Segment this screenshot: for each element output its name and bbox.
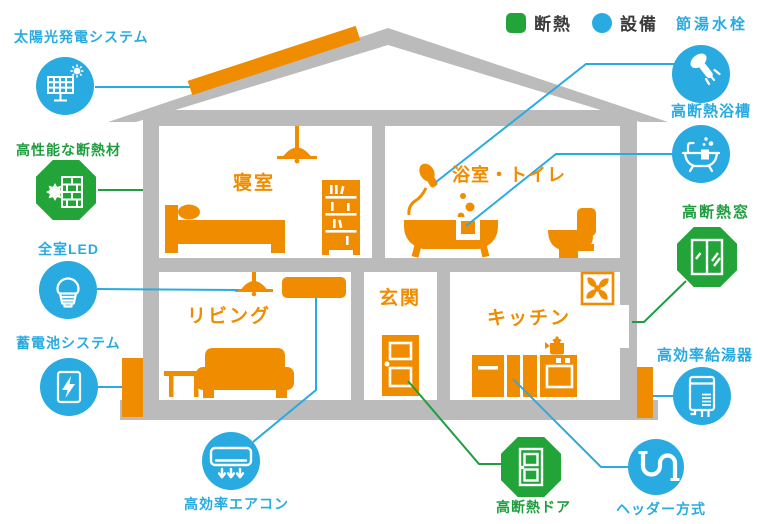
ceiling-lamp-living — [235, 272, 273, 297]
roof — [108, 28, 668, 122]
legend: 断熱 設備 — [506, 10, 670, 35]
feature-label-faucet: 節湯水栓 — [676, 16, 749, 33]
feature-label-led: 全室LED — [38, 241, 99, 257]
feature-label-header: ヘッダー方式 — [616, 501, 706, 517]
bathroom-fixtures — [404, 163, 596, 258]
equipment-legend-swatch — [592, 12, 612, 33]
room-label-entrance: 玄関 — [379, 288, 422, 309]
bed — [165, 204, 285, 253]
battery-unit — [122, 358, 143, 417]
base-floor — [120, 400, 658, 420]
water-heater-unit — [637, 367, 653, 418]
connector-aircon — [252, 298, 317, 443]
shower-head — [407, 163, 438, 216]
led-bulb-icon — [39, 261, 97, 319]
toilet — [548, 208, 596, 258]
feature-label-door: 高断熱ドア — [496, 499, 571, 515]
insulation-legend-swatch — [506, 12, 526, 33]
equipment-legend-label: 設備 — [620, 15, 658, 34]
kettle — [545, 336, 564, 355]
water-heater-icon — [673, 367, 731, 425]
divider-entrance-kitchen — [437, 272, 450, 400]
feature-label-bathtub: 高断熱浴槽 — [671, 103, 752, 120]
connector-header — [512, 378, 629, 468]
insulation-legend-label: 断熱 — [534, 15, 572, 34]
room-label-kitchen: キッチン — [487, 308, 572, 329]
feature-label-battery: 蓄電池システム — [16, 335, 121, 351]
solar-panel-icon — [36, 57, 94, 115]
bedroom-furniture — [165, 126, 360, 255]
kitchen-fixtures — [472, 271, 615, 397]
connector-faucet — [435, 63, 675, 183]
divider-living-entrance — [351, 272, 364, 400]
feature-label-window: 高断熱窓 — [682, 204, 751, 221]
air-conditioner-icon — [202, 432, 260, 490]
right-wall-upper — [620, 114, 637, 305]
connector-bathtub — [465, 153, 672, 227]
feature-label-aircon: 高効率エアコン — [184, 496, 289, 512]
bubble — [465, 202, 475, 212]
feature-label-insulation: 高性能な断熱材 — [16, 142, 121, 158]
connector-lines — [95, 63, 687, 468]
bookshelf — [322, 180, 360, 255]
pipe-header-icon — [628, 439, 684, 495]
wall-window-section — [629, 305, 637, 348]
ventilation-fan — [580, 271, 615, 306]
mid-floor — [150, 258, 630, 272]
bathtub-icon — [672, 125, 730, 183]
connector-led — [96, 288, 239, 291]
entrance-door — [382, 335, 419, 396]
ceiling-lamp-bedroom — [277, 126, 317, 164]
solar-panel — [187, 25, 361, 96]
shower-head-icon — [672, 45, 730, 103]
bathtub — [404, 217, 498, 258]
living-furniture — [164, 272, 346, 398]
feature-label-heater: 高効率給湯器 — [657, 347, 754, 364]
double-window-icon — [677, 227, 737, 287]
wall-air-conditioner — [282, 277, 346, 298]
house-structure — [108, 28, 668, 420]
feature-label-solar: 太陽光発電システム — [14, 29, 149, 45]
room-label-bathroom: 浴室・トイレ — [452, 165, 566, 185]
sofa — [196, 348, 294, 398]
bubble — [460, 193, 466, 199]
connector-window — [632, 280, 687, 323]
door-icon — [501, 437, 561, 497]
connector-door — [407, 380, 502, 465]
side-table — [164, 371, 203, 397]
room-label-bedroom: 寝室 — [233, 173, 276, 194]
brick-wall-icon — [36, 160, 96, 220]
oven-door — [545, 364, 574, 389]
divider-bedroom-bathroom — [372, 126, 385, 260]
ceiling-band — [143, 110, 626, 126]
battery-icon — [40, 358, 98, 416]
room-label-living: リビング — [187, 306, 272, 327]
